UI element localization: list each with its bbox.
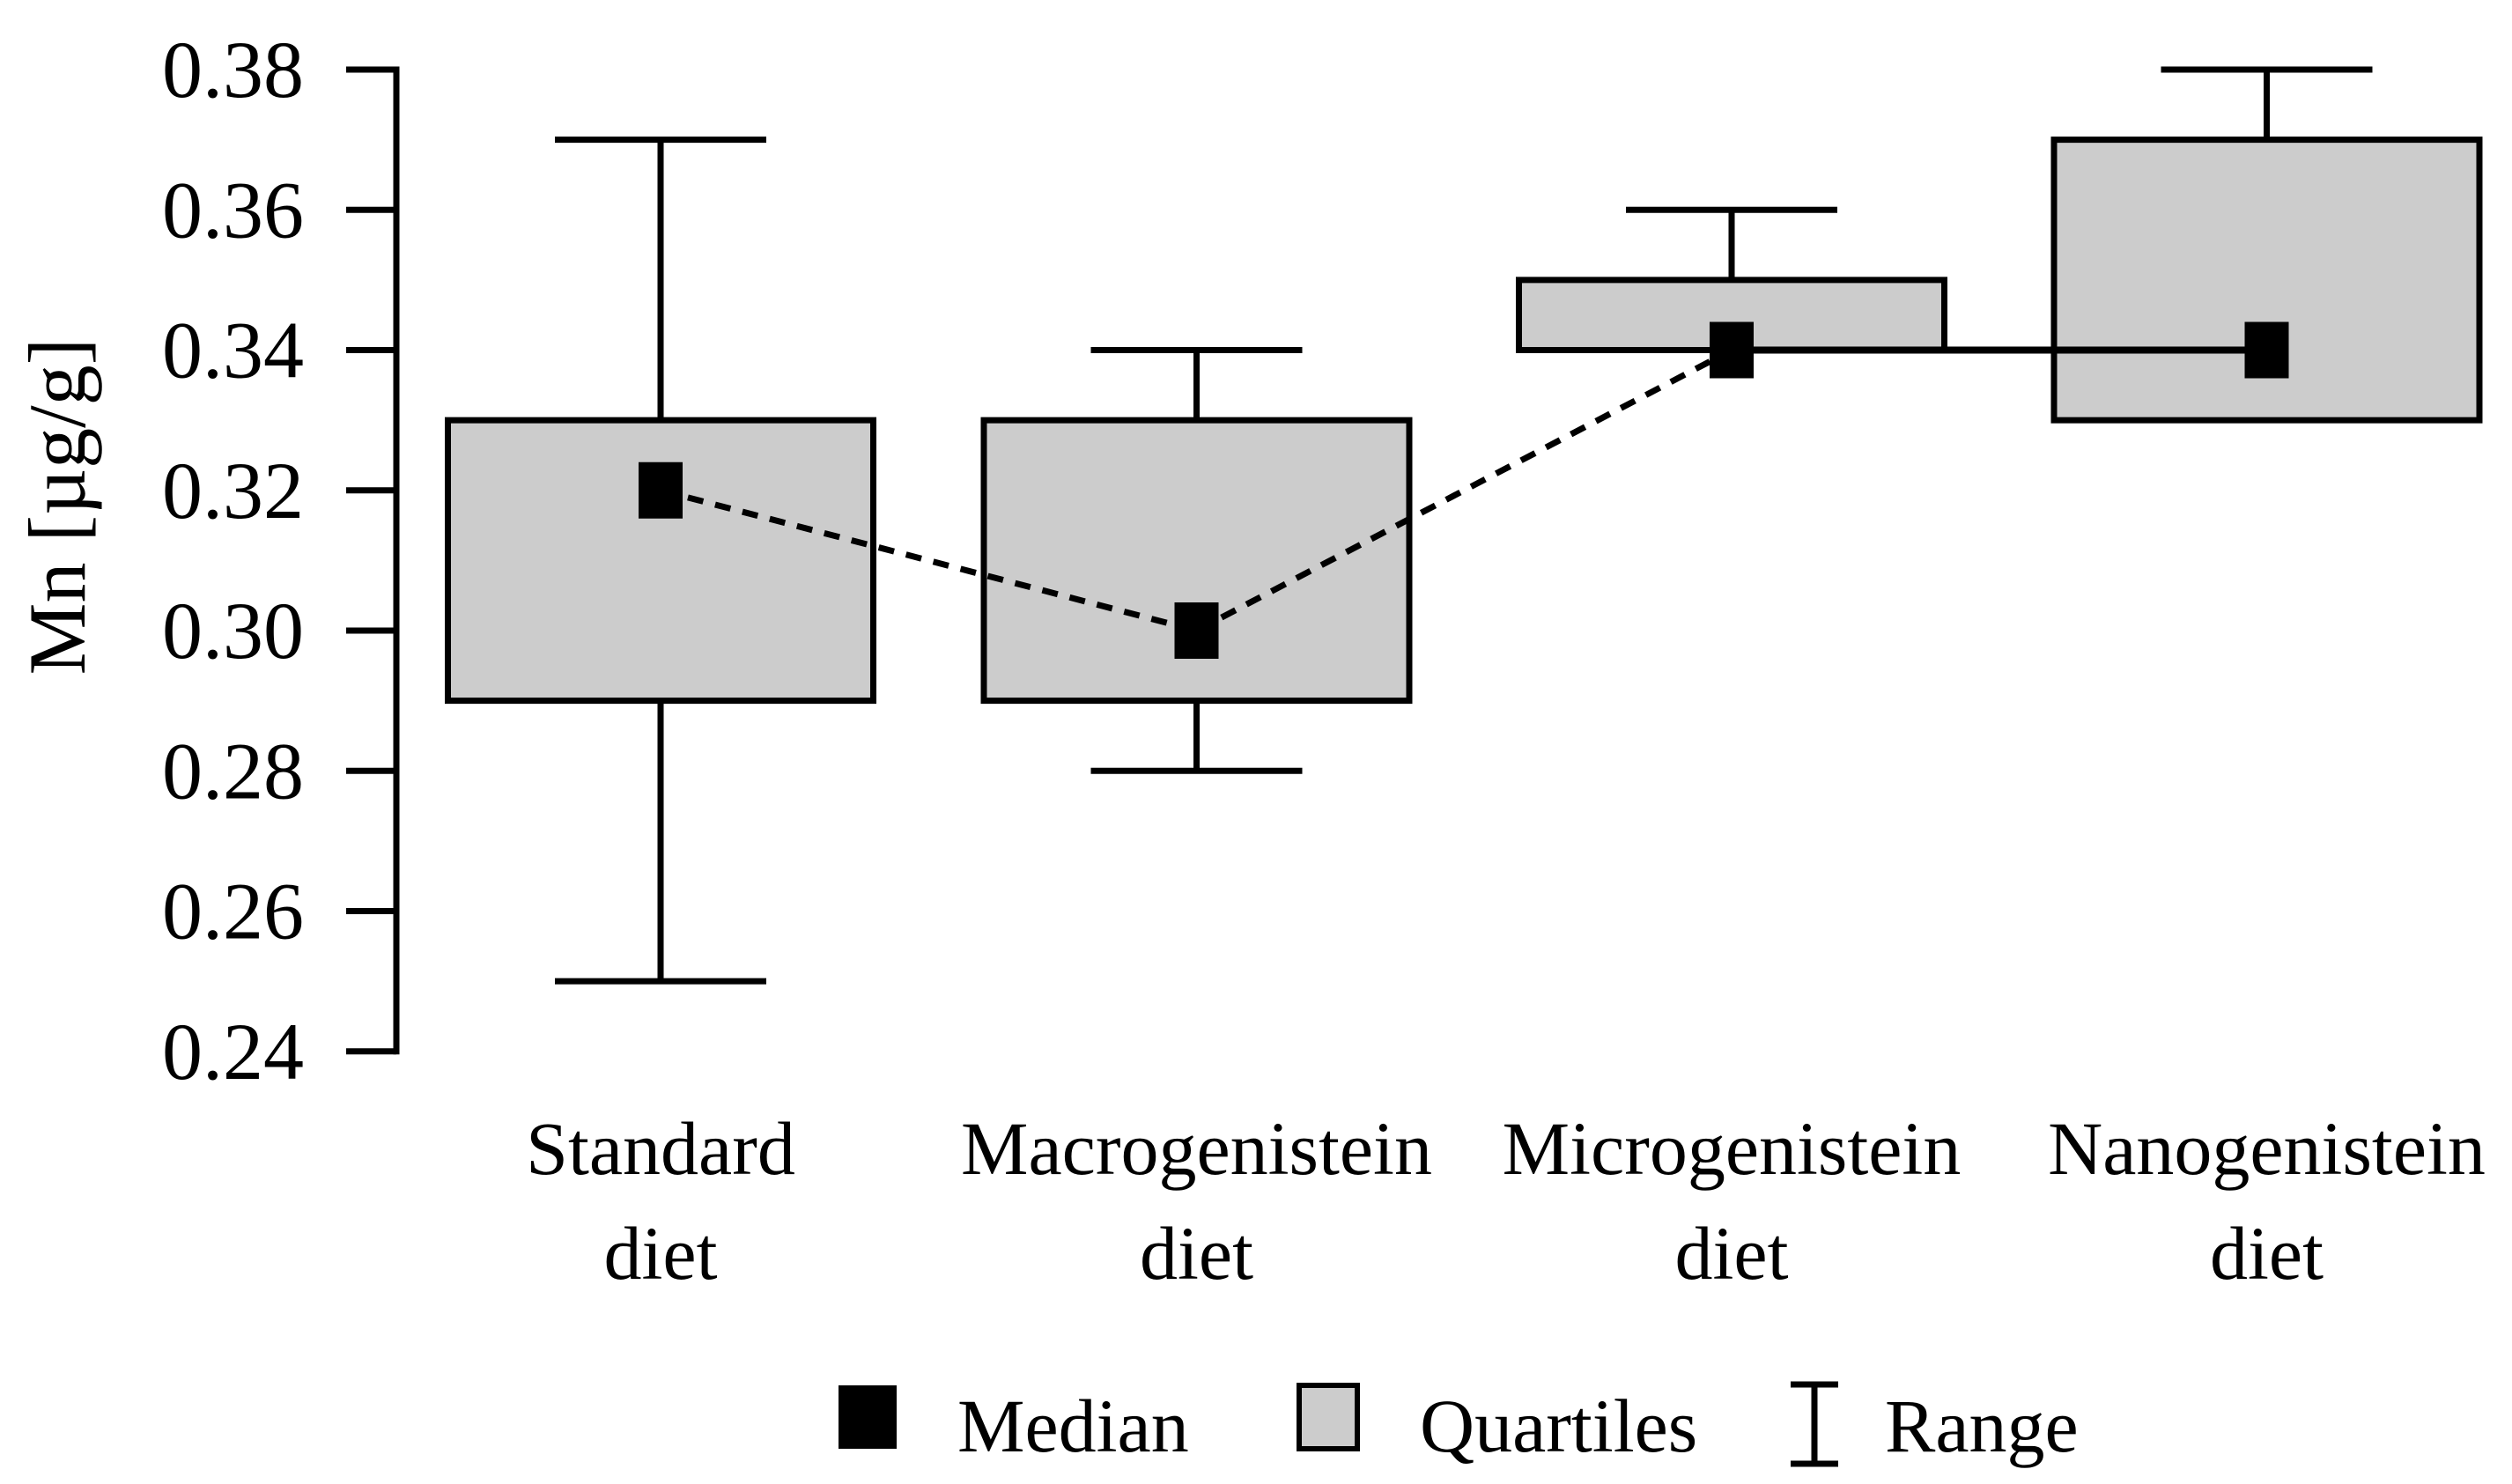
category-label-line1: Standard <box>526 1106 795 1191</box>
y-tick-label: 0.26 <box>162 867 304 956</box>
category-label-line2: diet <box>2210 1211 2324 1296</box>
category-label-line1: Nanogenistein <box>2048 1106 2486 1191</box>
y-tick-label: 0.34 <box>162 306 304 395</box>
legend-swatch-median-icon <box>839 1385 897 1449</box>
median-marker <box>639 461 683 519</box>
category-label-line1: Macrogenistein <box>961 1106 1432 1191</box>
category-label-line2: diet <box>604 1211 718 1296</box>
y-tick-label: 0.28 <box>162 726 304 816</box>
legend-swatch-quartiles-icon <box>1297 1383 1360 1451</box>
legend-label-range: Range <box>1885 1384 2079 1468</box>
y-axis-title: Mn [µg/g] <box>12 338 102 676</box>
legend-label-median: Median <box>957 1384 1189 1468</box>
median-connector-segment <box>660 487 1198 634</box>
category-label-line1: Microgenistein <box>1503 1106 1962 1191</box>
median-marker <box>1174 602 1219 659</box>
y-tick-label: 0.32 <box>162 446 304 535</box>
y-tick-label: 0.24 <box>162 1007 304 1096</box>
y-tick-label: 0.30 <box>162 586 304 676</box>
category-label-line2: diet <box>1140 1211 1253 1296</box>
category-label-line2: diet <box>1675 1211 1789 1296</box>
median-marker <box>1710 321 1754 379</box>
legend-label-quartiles: Quartiles <box>1420 1384 1697 1468</box>
median-marker <box>2244 321 2289 379</box>
y-tick-label: 0.38 <box>162 25 304 114</box>
y-tick-label: 0.36 <box>162 165 304 255</box>
